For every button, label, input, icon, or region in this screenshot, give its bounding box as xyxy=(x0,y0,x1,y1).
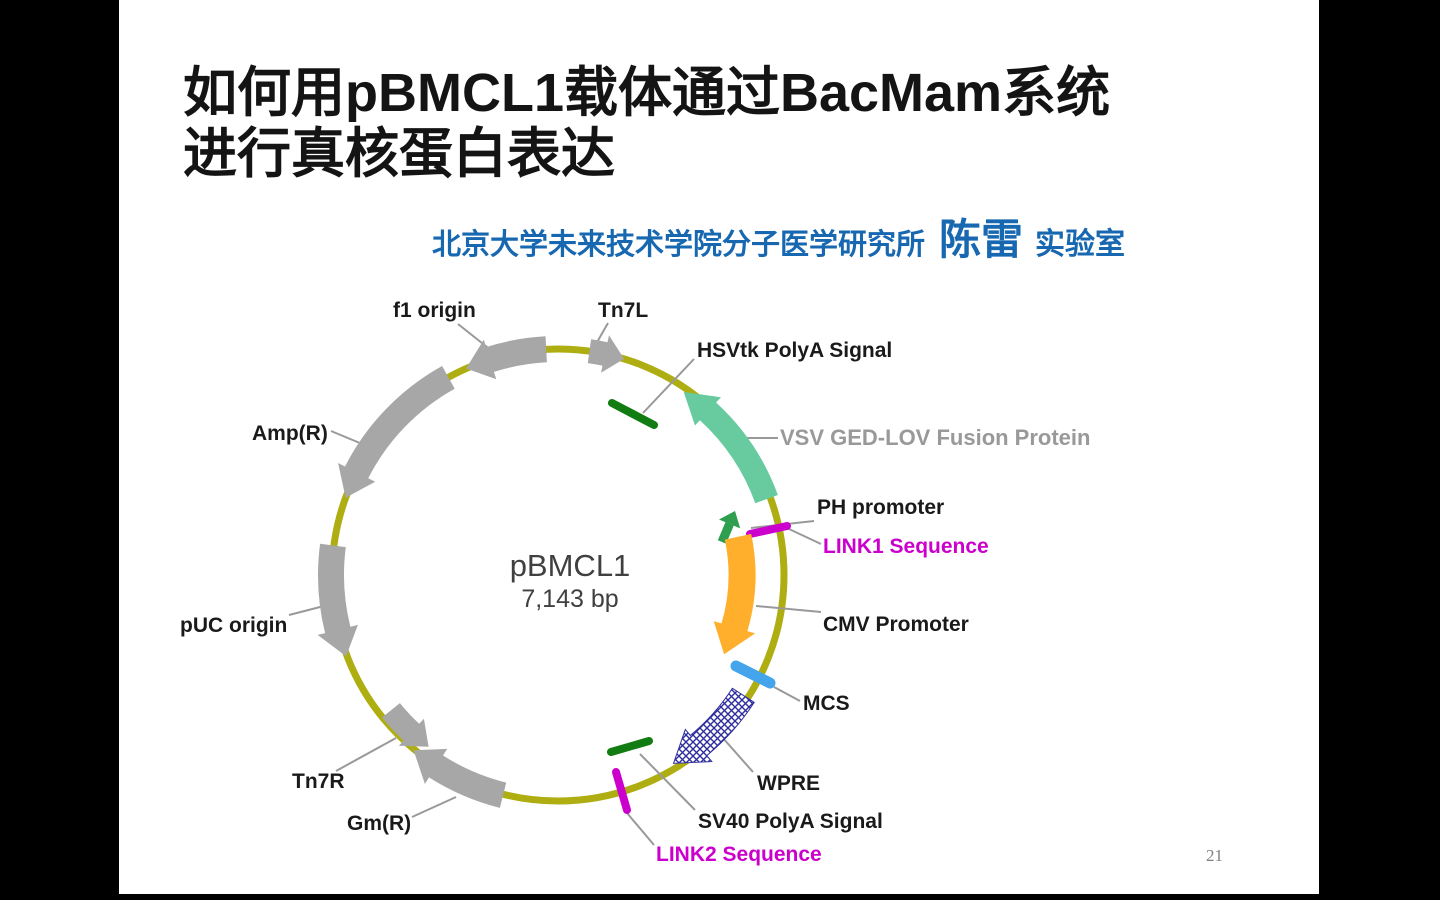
slide: 如何用pBMCL1载体通过BacMam系统 进行真核蛋白表达 北京大学未来技术学… xyxy=(119,0,1319,900)
tn7r-arrow xyxy=(382,703,429,747)
gm-r-label: Gm(R) xyxy=(347,812,411,835)
vsv-ged-lov-arrow xyxy=(683,392,778,504)
ph-promoter-stem xyxy=(717,522,734,544)
page-number: 21 xyxy=(1206,846,1223,865)
amp-r-label: Amp(R) xyxy=(252,422,328,445)
link2-sequence-label: LINK2 Sequence xyxy=(656,843,822,866)
author-name: 陈雷 xyxy=(939,216,1024,263)
cmv-promoter-leader xyxy=(755,605,822,613)
tn7r-label: Tn7R xyxy=(292,770,345,793)
puc-origin-label: pUC origin xyxy=(180,614,287,637)
link2-sequence-leader xyxy=(626,812,655,846)
slide-title: 如何用pBMCL1载体通过BacMam系统 进行真核蛋白表达 xyxy=(183,63,1110,185)
link1-sequence-mark xyxy=(746,522,791,538)
slide-title-line2: 进行真核蛋白表达 xyxy=(183,124,615,184)
link1-sequence-leader xyxy=(788,528,822,545)
tn7l-label: Tn7L xyxy=(598,299,648,322)
lab-suffix: 实验室 xyxy=(1035,228,1126,261)
hsvtk-polya-leader xyxy=(642,358,695,414)
cmv-promoter-label: CMV Promoter xyxy=(823,613,969,636)
f1-origin-label: f1 origin xyxy=(393,299,476,322)
tn7r-leader xyxy=(335,737,397,772)
sv40-polya-label: SV40 PolyA Signal xyxy=(698,810,883,833)
tn7l-arrow xyxy=(587,335,625,373)
hsvtk-polya-label: HSVtk PolyA Signal xyxy=(697,339,892,362)
mcs-leader xyxy=(773,686,801,702)
mcs-label: MCS xyxy=(803,692,850,715)
affiliation-text: 北京大学未来技术学院分子医学研究所 xyxy=(432,229,926,261)
link1-sequence-label: LINK1 Sequence xyxy=(823,535,989,558)
slide-subtitle: 北京大学未来技术学院分子医学研究所陈雷实验室 xyxy=(432,206,1125,267)
ph-promoter-label: PH promoter xyxy=(817,496,944,519)
sv40-polya-leader xyxy=(639,753,696,811)
wpre-label: WPRE xyxy=(757,772,820,795)
gm-r-arrow xyxy=(413,748,507,808)
wpre-arrow xyxy=(672,687,755,764)
puc-origin-leader xyxy=(288,605,325,616)
amp-r-arrow xyxy=(338,366,455,498)
gm-r-leader xyxy=(411,796,457,818)
plasmid-size: 7,143 bp xyxy=(521,585,618,613)
slide-title-line1: 如何用pBMCL1载体通过BacMam系统 xyxy=(183,63,1111,123)
f1-origin-arrow xyxy=(466,336,547,380)
sv40-polya-mark xyxy=(607,737,653,756)
link2-sequence-mark xyxy=(612,768,631,814)
plasmid-name: pBMCL1 xyxy=(510,548,631,583)
puc-origin-arrow xyxy=(317,543,358,657)
letterbox-bottom xyxy=(0,894,1440,900)
ph-promoter-arrowhead xyxy=(719,511,741,529)
cmv-promoter-arrow xyxy=(713,533,756,655)
wpre-leader xyxy=(721,736,754,773)
vsv-ged-lov-label: VSV GED-LOV Fusion Protein xyxy=(780,425,1090,450)
mcs-mark xyxy=(730,660,776,689)
hsvtk-polya-mark xyxy=(608,399,658,429)
